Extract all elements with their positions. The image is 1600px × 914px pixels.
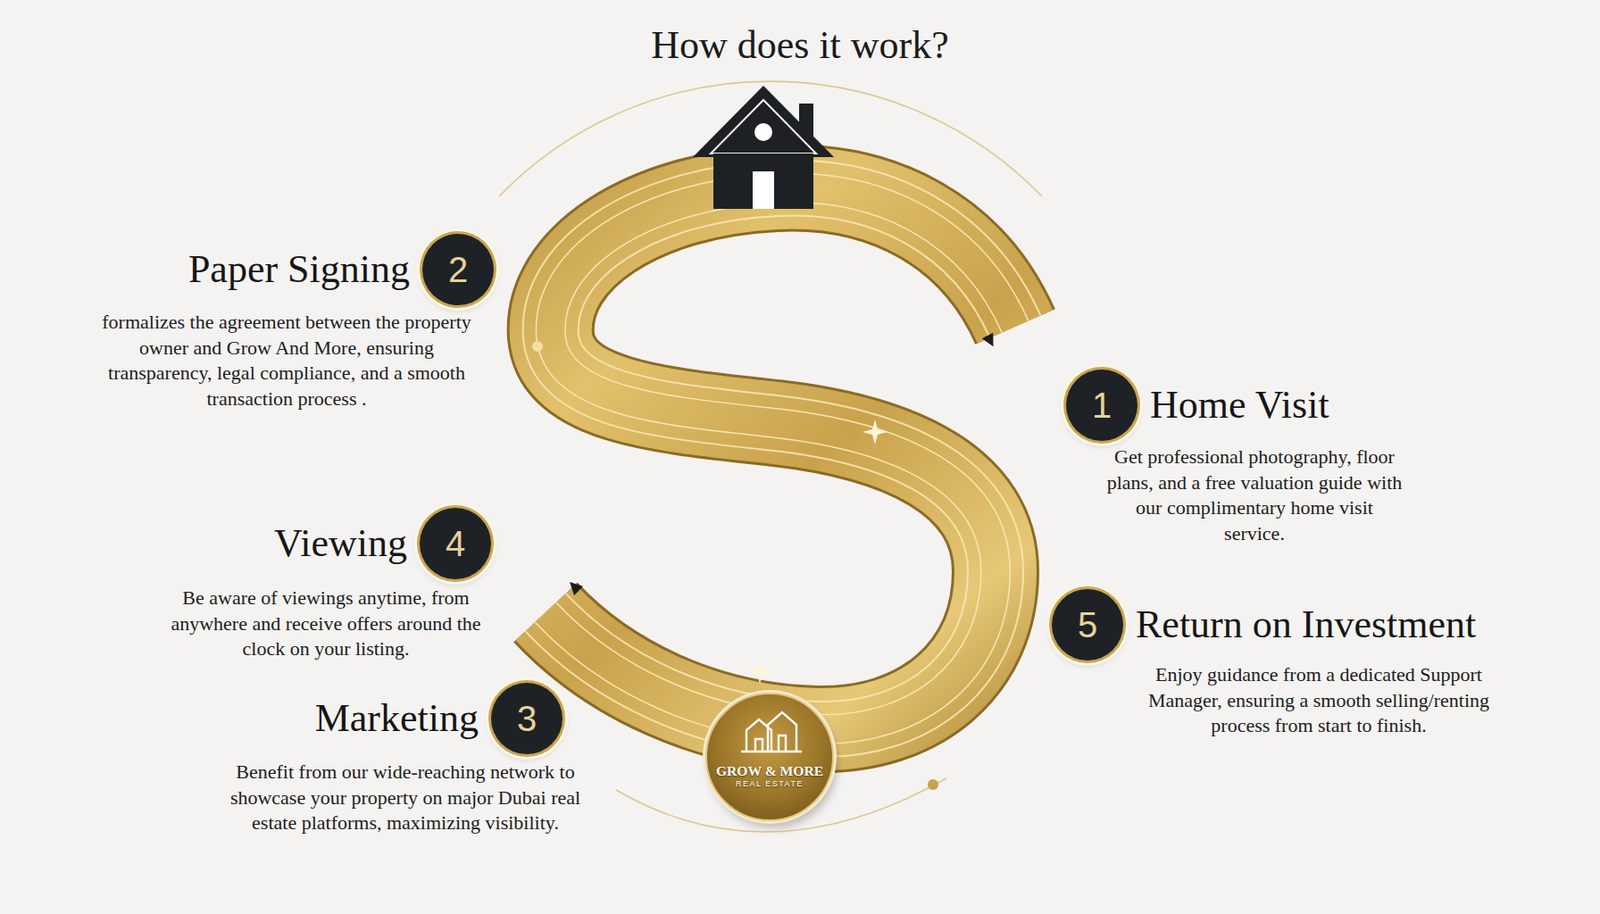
house-door <box>752 171 775 209</box>
band-lane <box>545 188 1016 731</box>
step-circle: 3MarketingBenefit from our wide-reaching… <box>491 683 563 755</box>
band-fill <box>545 188 1016 731</box>
house-roof <box>692 85 834 158</box>
step-circle: 5Return on InvestmentEnjoy guidance from… <box>1051 589 1124 661</box>
sparkle <box>747 658 773 684</box>
logo-ring <box>702 690 837 825</box>
s-band <box>545 188 1016 731</box>
step-number: 5 <box>1051 589 1124 661</box>
logo-graphic <box>702 690 838 829</box>
logo-name: GROW & MORE <box>716 762 824 780</box>
step-heading: Home Visit <box>1150 383 1330 429</box>
step-number: 1 <box>1066 369 1138 442</box>
step-description: formalizes the agreement between the pro… <box>94 309 479 412</box>
house-body <box>713 153 814 209</box>
step-number: 3 <box>491 683 563 755</box>
arrowhead <box>565 577 584 596</box>
logo-badge: GROW & MOREREAL ESTATE <box>706 693 834 821</box>
band-lane <box>545 188 1016 731</box>
house-icon <box>692 85 834 209</box>
page-title: How does it work? <box>650 23 950 69</box>
decor-dot <box>927 779 939 791</box>
step-heading: Viewing <box>274 521 408 567</box>
step-heading: Paper Signing <box>188 247 410 293</box>
step-number: 2 <box>422 233 494 306</box>
band-fill <box>545 188 1016 731</box>
logo-buildings <box>741 712 802 752</box>
decor-dot <box>532 341 543 352</box>
step-circle: 4ViewingBe aware of viewings anytime, fr… <box>419 508 492 580</box>
step-description: Be aware of viewings anytime, from anywh… <box>169 585 483 663</box>
step-description: Enjoy guidance from a dedicated Support … <box>1147 662 1492 740</box>
step-heading: Marketing <box>315 696 479 742</box>
band-edge <box>545 188 1016 731</box>
logo-disc <box>706 693 834 821</box>
arrowhead <box>982 333 1000 350</box>
sparkle <box>862 419 888 445</box>
step-circle: 1Home VisitGet professional photography,… <box>1066 369 1138 442</box>
band-fill <box>545 188 1016 731</box>
step-description: Get professional photography, floor plan… <box>1105 444 1405 547</box>
step-circle: 2Paper Signingformalizes the agreement b… <box>422 233 494 306</box>
step-description: Benefit from our wide-reaching network t… <box>217 759 593 837</box>
house-window <box>754 123 773 142</box>
step-heading: Return on Investment <box>1135 602 1476 649</box>
logo-tagline: REAL ESTATE <box>735 779 804 790</box>
step-number: 4 <box>419 508 492 580</box>
house-roof-line <box>710 100 817 154</box>
